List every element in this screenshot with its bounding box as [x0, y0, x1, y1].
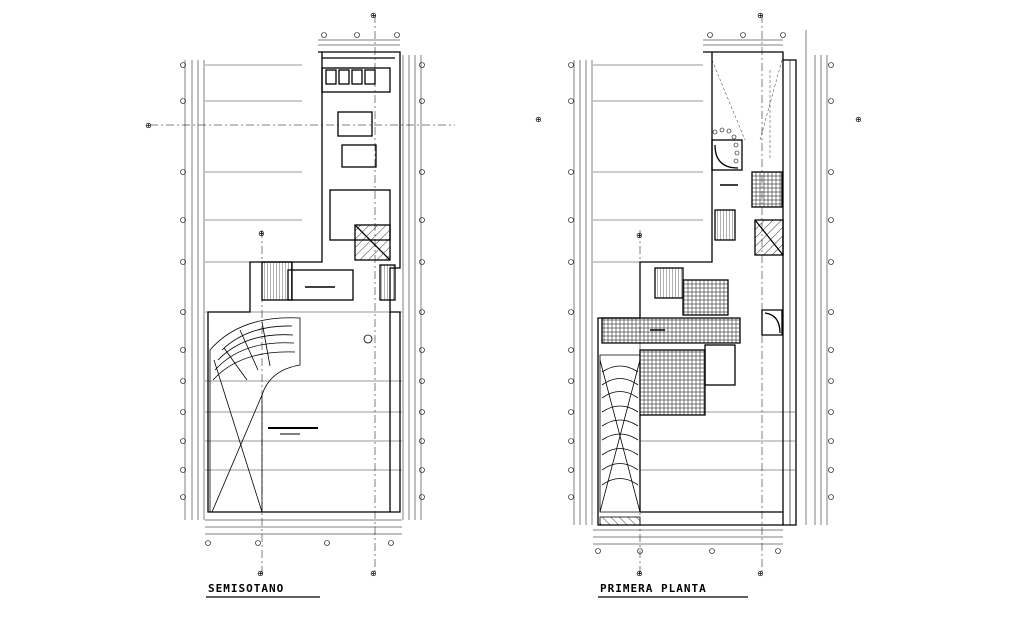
- walls-right: [597, 51, 797, 526]
- plan-title-semisotano: SEMISOTANO: [208, 582, 284, 595]
- svg-text:⊕: ⊕: [757, 11, 764, 20]
- plan-titles: SEMISOTANO PRIMERA PLANTA: [206, 582, 748, 598]
- svg-text:⊕: ⊕: [757, 569, 764, 578]
- plan-primera-planta: ⊕ ⊕ ⊕ ⊕ ⊕ ⊕: [535, 11, 862, 578]
- hanging-diagonals: [711, 59, 783, 160]
- svg-text:⊕: ⊕: [257, 569, 264, 578]
- svg-text:⊕: ⊕: [258, 229, 265, 238]
- ramp-right: [599, 354, 641, 513]
- svg-text:⊕: ⊕: [535, 115, 542, 124]
- walls-left: [207, 51, 401, 513]
- plan-semisotano: ⊕ ⊕ ⊕ ⊕ ⊕: [145, 11, 455, 578]
- spiral-ramp: [209, 317, 301, 513]
- dining-chairs: [712, 127, 740, 164]
- bottom-dimensions-left: [205, 39, 402, 535]
- svg-text:⊕: ⊕: [370, 569, 377, 578]
- plan-title-primera-planta: PRIMERA PLANTA: [600, 582, 707, 595]
- svg-text:⊕: ⊕: [145, 121, 152, 130]
- svg-text:⊕: ⊕: [370, 11, 377, 20]
- bottom-dimensions-right: [593, 39, 783, 545]
- grid-markers-left: [180, 32, 425, 546]
- svg-text:⊕: ⊕: [636, 231, 643, 240]
- grid-markers-right: [568, 32, 834, 554]
- right-dimension-lines: [573, 30, 828, 525]
- svg-text:⊕: ⊕: [636, 569, 643, 578]
- left-dimension-lines: [184, 55, 422, 520]
- grid-lines-horizontal-left: [205, 64, 402, 471]
- svg-text:⊕: ⊕: [855, 115, 862, 124]
